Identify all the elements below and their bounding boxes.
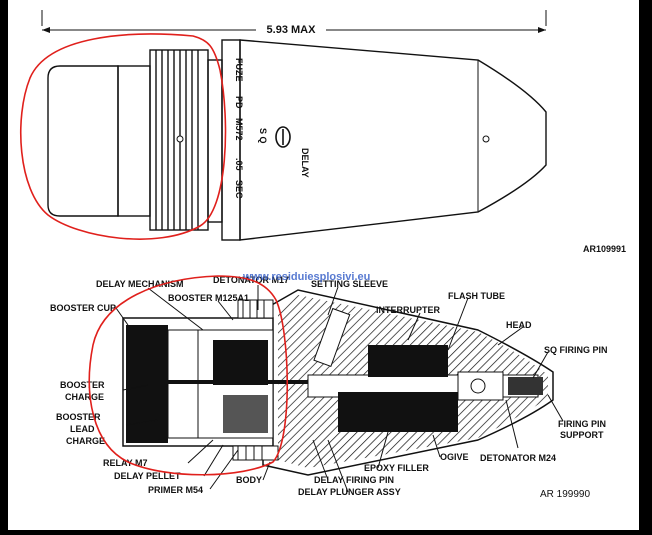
label-delay-firing-pin: DELAY FIRING PIN <box>314 475 394 485</box>
label-relay-m7: RELAY M7 <box>103 458 148 468</box>
fuze-marking-sec: SEC <box>234 180 244 199</box>
label-booster-charge-line2: CHARGE <box>65 392 104 402</box>
label-booster-m125a1: BOOSTER M125A1 <box>168 293 249 303</box>
upper-figure-code: AR109991 <box>583 244 626 254</box>
label-epoxy-filler: EPOXY FILLER <box>364 463 429 473</box>
fuze-marking-delay-time: .05 <box>234 158 244 171</box>
label-delay-pellet: DELAY PELLET <box>114 471 181 481</box>
fuze-marking-pd: PD <box>234 96 244 109</box>
fuze-marking-model: M572 <box>234 118 244 141</box>
label-sq-firing-pin: SQ FIRING PIN <box>544 345 608 355</box>
selector-mark-sq: S Q <box>258 128 268 144</box>
document-sheet: 5.93 MAX FUZE PD M572 .05 SEC <box>8 0 639 530</box>
label-primer-m54: PRIMER M54 <box>148 485 203 495</box>
red-annotation-circle-top <box>19 33 227 240</box>
label-booster-lead-line3: CHARGE <box>66 436 105 446</box>
upper-fuze-exterior-view: 5.93 MAX FUZE PD M572 .05 SEC <box>19 10 626 254</box>
label-booster-cup: BOOSTER CUP <box>50 303 116 313</box>
max-length-dimension: 5.93 MAX <box>267 24 317 36</box>
label-delay-mechanism: DELAY MECHANISM <box>96 279 184 289</box>
watermark: www.residuiesplosivi.eu <box>242 271 370 283</box>
lower-fuze-cross-section: DELAY MECHANISM DETONATOR M17 SETTING SL… <box>50 271 608 500</box>
label-booster-lead-line2: LEAD <box>70 424 95 434</box>
label-booster-lead-line1: BOOSTER <box>56 412 101 422</box>
label-body: BODY <box>236 475 262 485</box>
fuze-diagram: 5.93 MAX FUZE PD M572 .05 SEC <box>19 10 626 500</box>
selector-mark-delay: DELAY <box>300 148 310 178</box>
label-ogive: OGIVE <box>440 452 469 462</box>
label-setting-sleeve: SETTING SLEEVE <box>311 279 388 289</box>
label-firing-pin-support-line2: SUPPORT <box>560 430 604 440</box>
label-head: HEAD <box>506 320 532 330</box>
label-detonator-m24: DETONATOR M24 <box>480 453 556 463</box>
red-annotation-circle-bottom <box>88 275 289 476</box>
fuze-marking-fuze: FUZE <box>234 58 244 82</box>
label-firing-pin-support-line1: FIRING PIN <box>558 419 606 429</box>
label-flash-tube: FLASH TUBE <box>448 291 505 301</box>
label-delay-plunger-assy: DELAY PLUNGER ASSY <box>298 487 401 497</box>
label-booster-charge-line1: BOOSTER <box>60 380 105 390</box>
label-interrupter: INTERRUPTER <box>376 305 441 315</box>
lower-figure-code: AR 199990 <box>540 489 590 500</box>
